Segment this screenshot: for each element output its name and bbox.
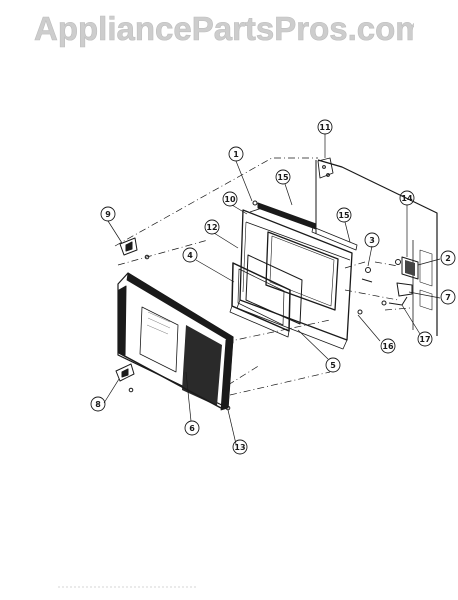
svg-text:4: 4 [187,251,193,260]
svg-text:14: 14 [401,194,413,203]
svg-text:12: 12 [206,223,217,232]
svg-text:15: 15 [338,211,350,220]
leader-lines [103,134,441,445]
svg-text:9: 9 [105,210,111,219]
callout-bubbles: 1 2 3 4 5 6 7 8 9 10 11 12 13 14 15 15 1… [90,119,456,455]
svg-text:8: 8 [95,400,101,409]
svg-text:3: 3 [369,236,375,245]
watermark-text: AppliancePartsPros.com [34,10,414,47]
oven-front-frame [315,157,438,336]
callout-4: 4 [182,247,198,263]
callout-16: 16 [380,338,396,354]
callout-12: 12 [204,219,220,235]
svg-text:17: 17 [419,335,430,344]
assembly-axis-lines [114,157,411,396]
callout-2: 2 [440,250,456,266]
door-inner-liner [236,206,353,350]
svg-text:11: 11 [319,123,331,132]
callout-1: 1 [228,146,244,162]
svg-text:6: 6 [189,424,195,433]
callout-9: 9 [100,206,116,222]
callout-13: 13 [232,439,248,455]
svg-text:15: 15 [277,173,289,182]
svg-text:10: 10 [224,195,236,204]
svg-text:5: 5 [330,361,336,370]
svg-text:7: 7 [445,293,451,302]
svg-text:13: 13 [234,443,245,452]
callout-7: 7 [440,289,456,305]
callout-10: 10 [222,191,238,207]
callout-5: 5 [325,357,341,373]
window-pack-frame [229,254,303,338]
left-hinge-brackets [115,237,150,393]
callout-15-lower: 15 [336,207,352,223]
callout-11: 11 [317,119,333,135]
door-window-glass [265,231,339,311]
callout-3: 3 [364,232,380,248]
callout-8: 8 [90,396,106,412]
screws [225,200,363,411]
right-hinge-assembly [361,256,419,306]
callout-17: 17 [417,331,433,347]
callout-15-upper: 15 [275,169,291,185]
svg-text:2: 2 [445,254,451,263]
callout-6: 6 [184,420,200,436]
door-outer-panel [117,272,234,411]
callout-14: 14 [399,190,415,206]
watermark-logo: AppliancePartsPros.com [34,10,414,48]
svg-text:1: 1 [233,150,239,159]
svg-text:16: 16 [382,342,394,351]
